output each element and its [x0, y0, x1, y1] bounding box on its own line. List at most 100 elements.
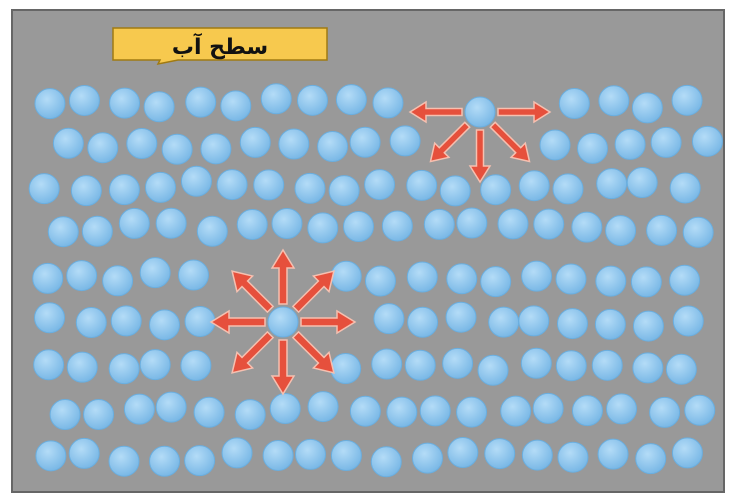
molecule	[349, 126, 381, 158]
molecule	[349, 395, 381, 427]
surface-molecule-forces-arrow-icon	[468, 129, 492, 184]
molecule	[180, 165, 212, 197]
interior-molecule-forces-arrow-icon	[231, 330, 275, 374]
molecule	[33, 349, 65, 381]
molecule	[477, 354, 509, 386]
molecule	[389, 125, 421, 157]
water-surface-label: سطح آب	[172, 32, 268, 60]
molecule	[271, 208, 303, 240]
molecule	[605, 215, 637, 247]
molecule	[594, 308, 626, 340]
molecule	[518, 170, 550, 202]
molecule	[539, 129, 571, 161]
molecule	[631, 92, 663, 124]
molecule	[456, 396, 488, 428]
surface-molecule-forces-arrow-icon	[489, 121, 531, 163]
molecule	[108, 353, 140, 385]
interior-molecule-forces-arrow-icon	[291, 270, 335, 314]
molecule	[669, 264, 701, 296]
molecule	[632, 352, 664, 384]
molecule	[149, 445, 181, 477]
molecule	[239, 126, 271, 158]
interior-molecule-forces-arrow-icon	[270, 248, 296, 305]
interior-molecule-forces-arrow-icon	[300, 309, 357, 335]
molecule	[671, 437, 703, 469]
molecule	[555, 350, 587, 382]
molecule	[139, 257, 171, 289]
molecule	[87, 132, 119, 164]
interior-molecule-forces-arrow-icon	[270, 339, 296, 396]
molecule	[234, 399, 266, 431]
molecule	[614, 128, 646, 160]
molecule	[577, 132, 609, 164]
molecule	[109, 87, 141, 119]
molecule	[406, 261, 438, 293]
molecule	[497, 208, 529, 240]
molecule	[671, 84, 703, 116]
molecule	[520, 347, 552, 379]
molecule	[267, 306, 299, 338]
molecule	[200, 133, 232, 165]
molecule	[180, 350, 212, 382]
molecule	[626, 167, 658, 199]
molecule	[682, 216, 714, 248]
molecule	[253, 169, 285, 201]
molecule	[650, 126, 682, 158]
molecule	[521, 260, 553, 292]
molecule	[373, 303, 405, 335]
molecule	[66, 351, 98, 383]
callout-shape	[112, 27, 328, 66]
surface-molecule-forces-arrow-icon	[429, 121, 471, 163]
molecule	[102, 265, 134, 297]
molecule	[571, 395, 603, 427]
molecule	[406, 169, 438, 201]
molecule	[75, 307, 107, 339]
molecule	[646, 214, 678, 246]
molecule	[220, 90, 252, 122]
molecule	[518, 305, 550, 337]
molecule	[221, 437, 253, 469]
molecule	[386, 396, 418, 428]
molecule	[558, 88, 590, 120]
molecule	[262, 439, 294, 471]
molecule	[269, 393, 301, 425]
molecule	[423, 208, 455, 240]
molecule	[307, 212, 339, 244]
molecule	[66, 260, 98, 292]
molecule	[278, 128, 310, 160]
molecule	[488, 306, 520, 338]
molecule	[108, 174, 140, 206]
molecule	[591, 349, 623, 381]
molecule	[532, 392, 564, 424]
molecule	[139, 349, 171, 381]
molecule	[364, 265, 396, 297]
molecule	[370, 446, 402, 478]
molecule	[419, 395, 451, 427]
molecule	[143, 91, 175, 123]
molecule	[47, 216, 79, 248]
molecule	[330, 353, 362, 385]
molecule	[330, 260, 362, 292]
molecule	[196, 215, 228, 247]
molecule	[260, 83, 292, 115]
molecule	[49, 398, 81, 430]
interior-molecule-forces-arrow-icon	[231, 270, 275, 314]
molecule	[630, 266, 662, 298]
molecule	[456, 207, 488, 239]
molecule	[412, 442, 444, 474]
molecule	[52, 127, 84, 159]
molecule	[533, 208, 565, 240]
molecule	[595, 265, 627, 297]
molecule	[480, 266, 512, 298]
molecule	[439, 175, 471, 207]
molecule	[571, 211, 603, 243]
molecule	[446, 263, 478, 295]
molecule	[294, 438, 326, 470]
molecule	[635, 443, 667, 475]
molecule	[307, 391, 339, 423]
molecule	[317, 131, 349, 163]
molecule	[632, 310, 664, 342]
molecule	[155, 391, 187, 423]
molecule	[552, 173, 584, 205]
molecule	[34, 302, 66, 334]
